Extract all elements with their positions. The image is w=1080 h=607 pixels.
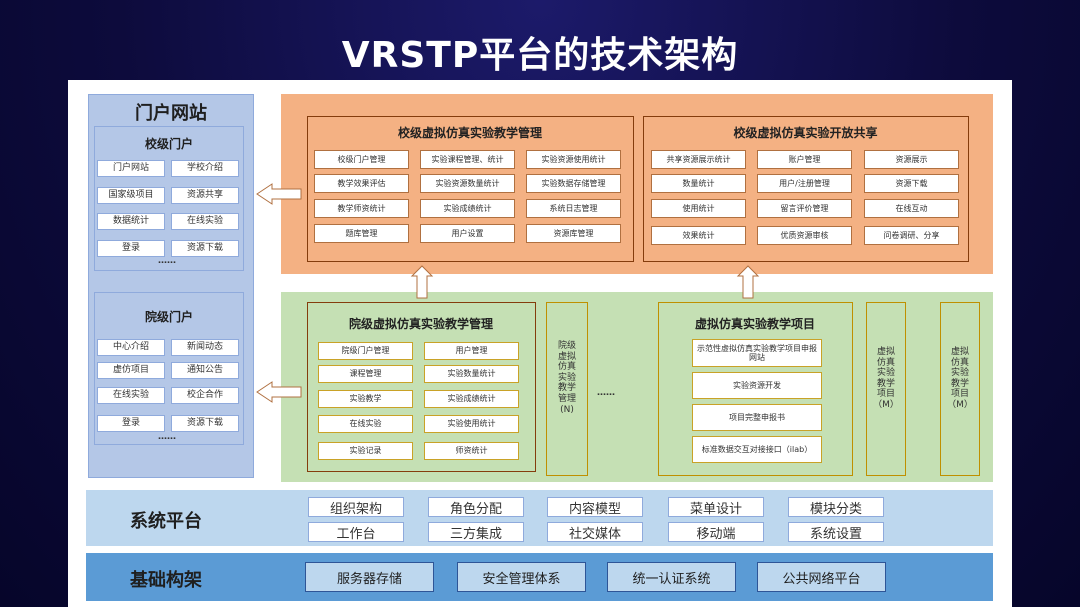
college-mgmt-item: 实验使用统计 bbox=[424, 415, 519, 433]
college-mgmt-item: 课程管理 bbox=[318, 365, 413, 383]
system-module: 移动端 bbox=[668, 522, 764, 542]
school-mgmt-item: 资源库管理 bbox=[526, 224, 621, 243]
project-box: 虚拟仿真实验教学项目 bbox=[658, 302, 853, 476]
portal-link: 在线实验 bbox=[171, 213, 239, 230]
system-module: 组织架构 bbox=[308, 497, 404, 517]
page-title: VRSTP平台的技术架构 bbox=[341, 35, 739, 76]
project-m1-box: 虚拟 仿真 实验 教学 项目 （M） bbox=[866, 302, 906, 476]
system-platform-title: 系统平台 bbox=[130, 511, 202, 532]
system-module: 三方集成 bbox=[428, 522, 524, 542]
portal-link: 国家级项目 bbox=[97, 187, 165, 204]
base-component: 统一认证系统 bbox=[607, 562, 736, 592]
portal-link: 虚仿项目 bbox=[97, 362, 165, 379]
college-n-label: 院级 虚拟 仿真 实验 教学 管理 (N) bbox=[557, 341, 576, 415]
portal-link: 登录 bbox=[97, 240, 165, 257]
college-mgmt-item: 实验教学 bbox=[318, 390, 413, 408]
school-share-item: 使用统计 bbox=[651, 199, 746, 218]
school-mgmt-item: 用户设置 bbox=[420, 224, 515, 243]
school-share-item: 数量统计 bbox=[651, 174, 746, 193]
school-share-item: 问卷调研、分享 bbox=[864, 226, 959, 245]
portal-link: 资源下载 bbox=[171, 415, 239, 432]
school-share-item: 用户/注册管理 bbox=[757, 174, 852, 193]
school-mgmt-item: 校级门户管理 bbox=[314, 150, 409, 169]
portal-link: 数据统计 bbox=[97, 213, 165, 230]
school-mgmt-item: 实验成绩统计 bbox=[420, 199, 515, 218]
school-mgmt-item: 实验课程管理、统计 bbox=[420, 150, 515, 169]
school-mgmt-title: 校级虚拟仿真实验教学管理 bbox=[397, 126, 542, 140]
base-title: 基础构架 bbox=[130, 570, 202, 591]
college-mgmt-item: 实验成绩统计 bbox=[424, 390, 519, 408]
more-dots: …… bbox=[158, 432, 176, 442]
college-mgmt-item: 在线实验 bbox=[318, 415, 413, 433]
college-n-box: 院级 虚拟 仿真 实验 教学 管理 (N) bbox=[546, 302, 588, 476]
portal-link: 资源下载 bbox=[171, 240, 239, 257]
college-mgmt-item: 实验数量统计 bbox=[424, 365, 519, 383]
school-share-item: 资源下载 bbox=[864, 174, 959, 193]
system-module: 角色分配 bbox=[428, 497, 524, 517]
system-module: 模块分类 bbox=[788, 497, 884, 517]
portal-link: 校企合作 bbox=[171, 387, 239, 404]
system-module: 内容模型 bbox=[547, 497, 643, 517]
college-mgmt-item: 用户管理 bbox=[424, 342, 519, 360]
more-dots: …… bbox=[158, 256, 176, 266]
school-share-title: 校级虚拟仿真实验开放共享 bbox=[733, 126, 878, 140]
school-share-item: 账户管理 bbox=[757, 150, 852, 169]
college-mgmt-box: 院级虚拟仿真实验教学管理 bbox=[307, 302, 536, 472]
portal-link: 中心介绍 bbox=[97, 339, 165, 356]
school-mgmt-item: 实验资源使用统计 bbox=[526, 150, 621, 169]
portal-link: 登录 bbox=[97, 415, 165, 432]
school-share-item: 共享资源展示统计 bbox=[651, 150, 746, 169]
school-mgmt-item: 实验资源数量统计 bbox=[420, 174, 515, 193]
school-mgmt-item: 教学效果评估 bbox=[314, 174, 409, 193]
base-component: 公共网络平台 bbox=[757, 562, 886, 592]
school-mgmt-box: 校级虚拟仿真实验教学管理 bbox=[307, 116, 634, 262]
portal-link: 门户网站 bbox=[97, 160, 165, 177]
portal-link: 学校介绍 bbox=[171, 160, 239, 177]
school-share-item: 在线互动 bbox=[864, 199, 959, 218]
school-share-item: 留言评价管理 bbox=[757, 199, 852, 218]
project-item: 示范性虚拟仿真实验教学项目申报网站 bbox=[692, 339, 822, 367]
college-mgmt-item: 实验记录 bbox=[318, 442, 413, 460]
college-mgmt-title: 院级虚拟仿真实验教学管理 bbox=[348, 317, 493, 331]
system-module: 菜单设计 bbox=[668, 497, 764, 517]
school-mgmt-item: 题库管理 bbox=[314, 224, 409, 243]
school-share-item: 效果统计 bbox=[651, 226, 746, 245]
project-m2-box: 虚拟 仿真 实验 教学 项目 （M） bbox=[940, 302, 980, 476]
base-component: 服务器存储 bbox=[305, 562, 434, 592]
portal-link: 通知公告 bbox=[171, 362, 239, 379]
college-portal-title: 院级门户 bbox=[144, 310, 193, 324]
system-module: 系统设置 bbox=[788, 522, 884, 542]
portal-link: 资源共享 bbox=[171, 187, 239, 204]
college-more-dots: …… bbox=[597, 388, 615, 398]
portal-title: 门户网站 bbox=[135, 103, 207, 124]
project-m2-label: 虚拟 仿真 实验 教学 项目 （M） bbox=[947, 347, 973, 411]
portal-link: 在线实验 bbox=[97, 387, 165, 404]
system-module: 社交媒体 bbox=[547, 522, 643, 542]
school-share-item: 资源展示 bbox=[864, 150, 959, 169]
base-component: 安全管理体系 bbox=[457, 562, 586, 592]
school-mgmt-item: 系统日志管理 bbox=[526, 199, 621, 218]
college-mgmt-item: 师资统计 bbox=[424, 442, 519, 460]
college-mgmt-item: 院级门户管理 bbox=[318, 342, 413, 360]
project-item: 标准数据交互对接接口（ilab） bbox=[692, 436, 822, 463]
portal-link: 新闻动态 bbox=[171, 339, 239, 356]
project-item: 实验资源开发 bbox=[692, 372, 822, 399]
school-portal-title: 校级门户 bbox=[144, 137, 193, 151]
school-share-item: 优质资源审核 bbox=[757, 226, 852, 245]
school-mgmt-item: 实验数据存储管理 bbox=[526, 174, 621, 193]
project-title: 虚拟仿真实验教学项目 bbox=[694, 317, 815, 331]
school-share-box: 校级虚拟仿真实验开放共享 bbox=[643, 116, 969, 262]
school-mgmt-item: 教学师资统计 bbox=[314, 199, 409, 218]
project-m1-label: 虚拟 仿真 实验 教学 项目 （M） bbox=[873, 347, 899, 411]
project-item: 项目完整申报书 bbox=[692, 404, 822, 431]
system-module: 工作台 bbox=[308, 522, 404, 542]
